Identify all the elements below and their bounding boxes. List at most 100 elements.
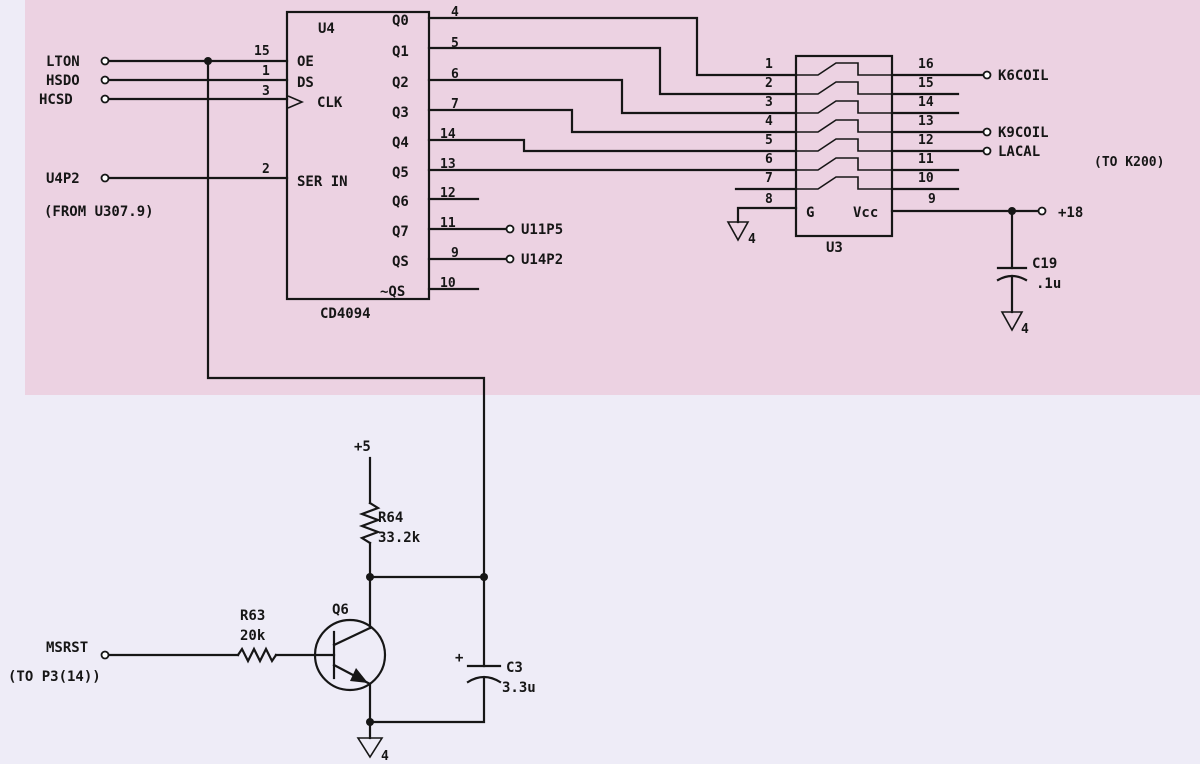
u4-pin-11-num: 11 [440,216,456,231]
u4-shift-register: U4 CD4094 OE DS CLK SER IN 15 1 3 2 Q0 Q… [254,5,459,322]
u11p5-terminal [505,224,515,234]
u4-body [285,10,431,301]
wire-q0 [427,16,798,77]
c3-polarity: + [455,650,463,666]
u4-pin-ds-name: DS [297,75,314,91]
u4-pin-q1-name: Q1 [392,44,409,60]
ground-u3: 4 [726,221,756,247]
u4-pin-13-num: 13 [440,157,456,172]
ground-icon [356,737,384,759]
u3-pin-13: 13 [918,114,934,129]
k6coil-label: K6COIL [998,68,1049,84]
u3-pin-8: 8 [765,192,773,207]
k9coil-terminal [982,127,992,137]
u3-switch-array: U3 G Vcc 1 2 3 4 5 6 7 8 16 15 14 13 12 … [734,54,936,256]
u3-ref: U3 [826,240,843,256]
q6-emitter-arrow-icon [350,668,368,683]
k9coil-label: K9COIL [998,125,1049,141]
u4-pin-3-num: 3 [262,84,270,99]
u4-ref: U4 [318,21,335,37]
to-k200-label: (TO K200) [1094,155,1164,170]
u4-pin-q3-name: Q3 [392,105,409,121]
u3-switch-3 [796,100,892,114]
input-hcsd-label: HCSD [39,92,73,108]
u4-pin-12-num: 12 [440,186,456,201]
u3-body [794,54,894,238]
ground-c19: 4 [1000,311,1029,337]
u4-pin-4-num: 4 [451,5,459,20]
input-signals: LTON HSDO HCSD U4P2 (FROM U307.9) [39,54,289,220]
u3-pin-4: 4 [765,114,773,129]
u3-pin-2: 2 [765,76,773,91]
u14p2-terminal [505,254,515,264]
hsdo-terminal [100,75,110,85]
u3-vcc-label: Vcc [853,205,878,221]
u4-pin-q4-name: Q4 [392,135,409,151]
u4-pin-15-num: 15 [254,44,270,59]
u3-pin-7: 7 [765,171,773,186]
u3-pin-9: 9 [928,192,936,207]
u3-switch-2 [796,81,892,95]
u4-pin-7-num: 7 [451,97,459,112]
ground-c19-mark: 4 [1021,322,1029,337]
msrst-note: (TO P3(14)) [8,669,101,685]
c3-value: 3.3u [502,680,536,696]
u4-pin-2-num: 2 [262,162,270,177]
u3-pin-11: 11 [918,152,934,167]
lton-terminal [100,56,110,66]
u4-pin-q6-name: Q6 [392,194,409,210]
wire-q1 [427,46,798,96]
clock-edge-icon [287,95,305,109]
u4-pin-q7-name: Q7 [392,224,409,240]
u3-g-label: G [806,205,814,221]
u3-pin-6: 6 [765,152,773,167]
highlight-region [25,0,1200,395]
wire-q3 [427,108,798,134]
u4-pin-14-num: 14 [440,127,456,142]
wire-u3-pin8 [736,206,798,224]
u11p5-label: U11P5 [521,222,563,238]
input-u4p2-label: U4P2 [46,171,80,187]
msrst-terminal [100,650,110,660]
u3-pin-10: 10 [918,171,934,186]
u3-switch-7 [796,176,892,190]
u3-switch-5 [796,138,892,152]
u3-pin-15: 15 [918,76,934,91]
c19-value: .1u [1036,276,1061,292]
u4-pin-6-num: 6 [451,67,459,82]
u4-pin-1-num: 1 [262,64,270,79]
u4-pin-10-num: 10 [440,276,456,291]
input-u4p2-source: (FROM U307.9) [44,204,154,220]
reset-circuit: +5 R64 33.2k Q6 R63 20k MSRST (TO P3(14)… [8,59,536,764]
c3-ref: C3 [506,660,523,676]
r64-value: 33.2k [378,530,421,546]
ground-u3-mark: 4 [748,232,756,247]
u3-pin-3: 3 [765,95,773,110]
r63-ref: R63 [240,608,265,624]
u4-pin-q2-name: Q2 [392,75,409,91]
u4-pin-5-num: 5 [451,36,459,51]
u3-switch-1 [796,62,892,76]
r63-value: 20k [240,628,266,644]
plus5-label: +5 [354,439,371,455]
u4-pin-qs-name: QS [392,254,409,270]
input-lton-label: LTON [46,54,80,70]
hcsd-terminal [100,94,110,104]
r64-resistor [358,501,382,545]
u4-pin-clk-name: CLK [317,95,343,111]
u3-output-wires: K6COIL K9COIL LACAL (TO K200) +18 [890,68,1164,221]
input-hsdo-label: HSDO [46,73,80,89]
c19-ref: C19 [1032,256,1057,272]
ground-icon [726,221,750,242]
q6-ref: Q6 [332,602,349,618]
u4-output-wires: U11P5 U14P2 [427,16,798,291]
u3-pin-14: 14 [918,95,934,110]
u4-pin-serin-name: SER IN [297,174,348,190]
ground-q6-mark: 4 [381,749,389,764]
q6-collector-leg [332,626,372,647]
wire-c3-bottom [368,676,486,724]
c19-capacitor: C19 .1u [996,207,1061,314]
wire-oe-reset [206,59,486,579]
u3-pin-5: 5 [765,133,773,148]
